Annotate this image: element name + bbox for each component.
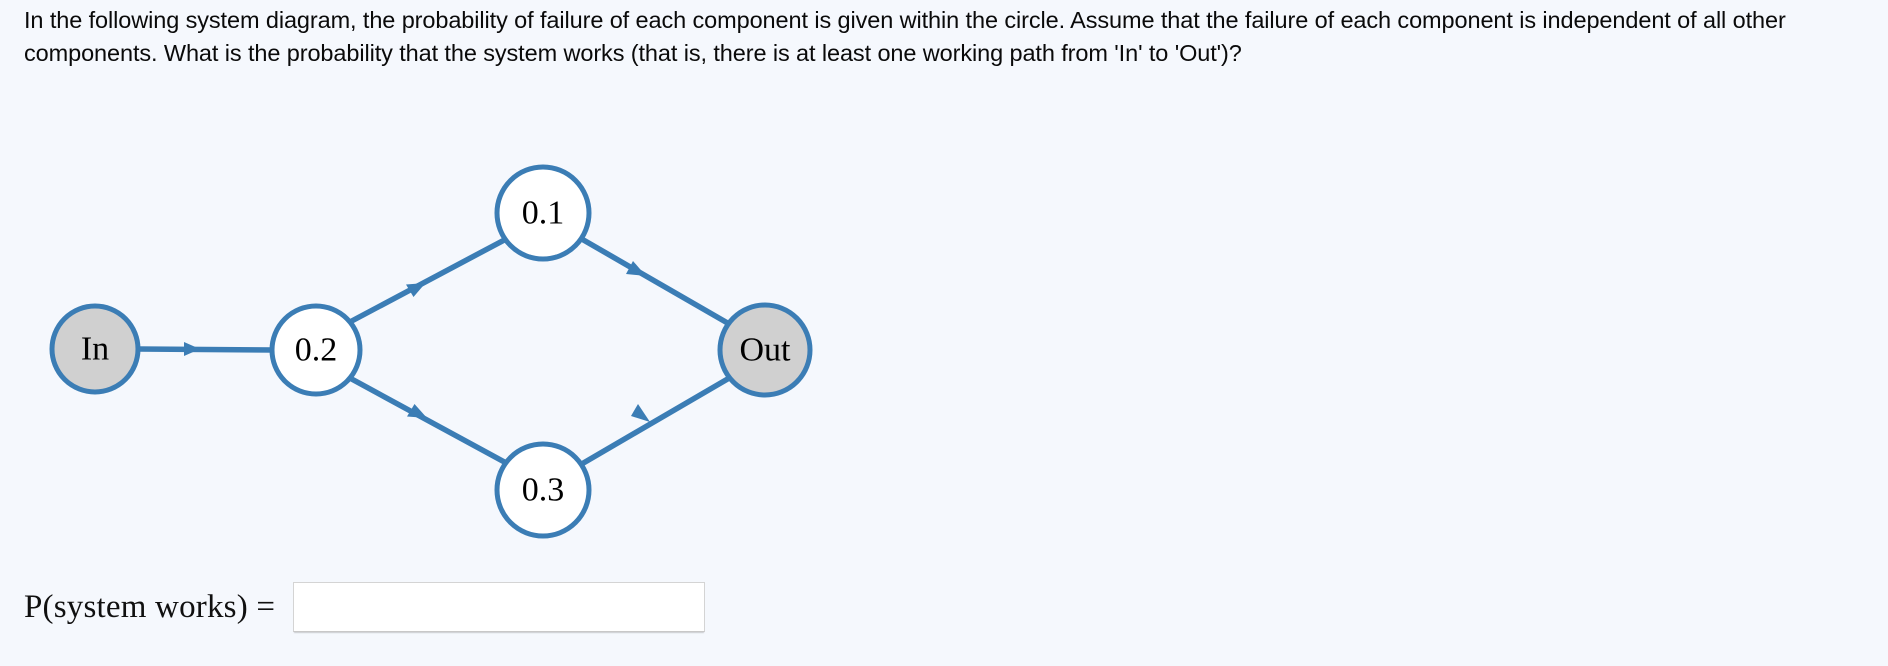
- arrowhead-c2-to-out: [626, 261, 646, 276]
- system-diagram-svg: In 0.2 0.1 0.3 Out: [49, 164, 813, 539]
- diagram-edges: [137, 235, 733, 468]
- node-out-label: Out: [740, 332, 792, 369]
- edge-in-to-c1: [137, 346, 275, 353]
- node-component-3-label: 0.3: [522, 472, 565, 509]
- arrowhead-c1-to-c3: [407, 404, 427, 418]
- system-diagram: In 0.2 0.1 0.3 Out: [0, 120, 900, 550]
- arrowhead-c3-to-out: [631, 404, 650, 422]
- node-component-1-circle: [269, 303, 363, 397]
- node-component-1[interactable]: 0.2: [269, 303, 363, 397]
- edge-c1-to-c3: [346, 374, 510, 467]
- node-component-3[interactable]: 0.3: [494, 441, 592, 539]
- node-in[interactable]: In: [49, 303, 141, 395]
- node-component-2[interactable]: 0.1: [494, 164, 592, 262]
- node-out-circle: [717, 302, 813, 398]
- node-in-label: In: [81, 331, 109, 368]
- edge-c3-to-out: [578, 374, 733, 468]
- node-in-circle: [49, 303, 141, 395]
- arrowhead-in-to-c1: [184, 342, 200, 356]
- node-component-1-label: 0.2: [295, 332, 338, 369]
- node-component-2-circle: [494, 164, 592, 262]
- answer-input[interactable]: [293, 582, 706, 632]
- answer-label: P(system works) =: [24, 588, 276, 625]
- node-component-3-circle: [494, 441, 592, 539]
- answer-row: P(system works) =: [24, 576, 706, 638]
- node-component-2-label: 0.1: [522, 195, 565, 232]
- node-out[interactable]: Out: [717, 302, 813, 398]
- arrowhead-c1-to-c2: [406, 283, 426, 297]
- edge-c1-to-c2: [346, 235, 510, 326]
- question-text: In the following system diagram, the pro…: [24, 7, 1786, 66]
- edge-c2-to-out: [578, 235, 733, 328]
